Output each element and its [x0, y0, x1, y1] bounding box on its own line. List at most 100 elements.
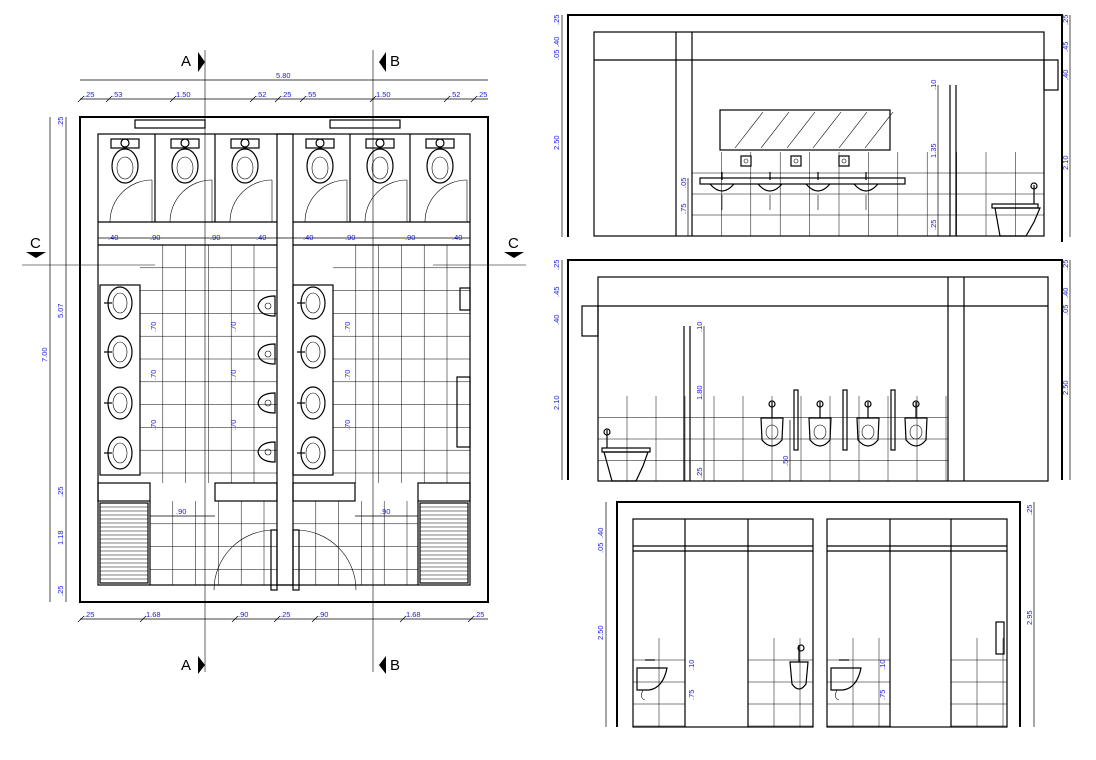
- dim-stall-4: .40: [256, 233, 266, 242]
- elev1-left-dim-1: .25: [552, 15, 561, 25]
- stall-door-swing-6: [424, 179, 468, 223]
- dim-spacing-9: .70: [343, 420, 352, 430]
- elevation-1: .25.40.052.50.25.45.402.10.05.75.101.35.…: [552, 14, 1071, 242]
- elev2-wall: [597, 276, 1049, 482]
- elev3-inner-dim-4: .75: [878, 690, 887, 700]
- urinal-plan-1: [257, 295, 276, 317]
- wc-plan-1: [110, 138, 140, 184]
- dim-stall-7: .90: [405, 233, 415, 242]
- elev2-urinal-1: [760, 400, 784, 447]
- elev2-left-dim-4: 2.10: [552, 395, 561, 410]
- elev1-left-dim-3: .05: [552, 50, 561, 60]
- elev2-left-dim-1: .25: [552, 260, 561, 270]
- elev1-dispenser-1: [740, 155, 752, 167]
- elev2-dimension-labels: .25.45.402.10.25.40.052.50.101.80.25.50: [552, 260, 1070, 478]
- mirror-plan: [456, 376, 471, 448]
- elev2-inner-dim-4: .50: [781, 456, 790, 466]
- dim-stall-5: .40: [303, 233, 313, 242]
- elev1-right-dim-3: .40: [1061, 70, 1070, 80]
- dim-spacing-1: .70: [149, 322, 158, 332]
- elev1-sink-4: [853, 172, 879, 210]
- entrance-doors: [213, 529, 357, 591]
- dim-top-total: 5.80: [276, 71, 291, 80]
- dim-top-1: .25: [84, 90, 94, 99]
- dim-spacing-3: .70: [149, 420, 158, 430]
- elev1-wall: [593, 31, 1045, 237]
- window-left: [134, 119, 206, 129]
- dim-top-3: 1.50: [176, 90, 191, 99]
- dim-stall-1: .40: [108, 233, 118, 242]
- elev3-fixtures: [636, 621, 1005, 701]
- stall-door-swing-5: [364, 179, 408, 223]
- elev3-wall-tiles: [633, 519, 1007, 727]
- elev2-divider-1: [793, 389, 799, 451]
- elevation-2: .25.45.402.10.25.40.052.50.101.80.25.50: [552, 259, 1071, 482]
- louver-vents: [99, 502, 469, 584]
- louver-1: [99, 502, 149, 584]
- dim-spacing-8: .70: [343, 370, 352, 380]
- wc-plan-2: [170, 138, 200, 184]
- elev3-urinal: [789, 644, 809, 690]
- elev3-right-dim-2: 2.95: [1025, 610, 1034, 625]
- elev2-right-dim-4: 2.50: [1061, 380, 1070, 395]
- dim-top-7: 1.50: [376, 90, 391, 99]
- elev3-left-dim-3: 2.50: [596, 625, 605, 640]
- elev1-toilet: [991, 182, 1041, 237]
- stall-door-swings: [109, 179, 468, 223]
- dim-top-4: .52: [256, 90, 266, 99]
- dim-spacing-4: .70: [229, 322, 238, 332]
- elev1-dispenser-2: [790, 155, 802, 167]
- wc-plan-6: [425, 138, 455, 184]
- stall-door-swing-1: [109, 179, 153, 223]
- elev2-right-dim-2: .40: [1061, 288, 1070, 298]
- entrance-walls: [97, 482, 471, 585]
- elev1-outline: [567, 14, 1063, 242]
- elev2-urinal-2: [808, 400, 832, 447]
- dim-top-6: .55: [306, 90, 316, 99]
- dim-stall-6: .90: [345, 233, 355, 242]
- elev3-dispenser: [995, 621, 1005, 655]
- elev1-sink-2: [757, 172, 783, 210]
- elev3-left-wall: [632, 518, 814, 728]
- dim-left-1: .25: [56, 117, 65, 127]
- elev1-right-dim-2: .45: [1061, 42, 1070, 52]
- wc-fixtures: [110, 138, 455, 184]
- dim-stall-8: .40: [452, 233, 462, 242]
- dim-bottom-3: .90: [238, 610, 248, 619]
- outer-wall: [79, 116, 489, 603]
- louver-2: [419, 502, 469, 584]
- dim-bottom-7: .25: [474, 610, 484, 619]
- elev2-urinal-3: [856, 400, 880, 447]
- sink-plan-7: [297, 386, 326, 420]
- sink-fixtures: [104, 286, 326, 470]
- urinal-plan-4: [257, 441, 276, 463]
- elev1-mirror-hatch: [734, 111, 894, 149]
- dim-spacing-6: .70: [229, 420, 238, 430]
- elev3-right-dim-1: .25: [1025, 505, 1034, 515]
- dim-top-5: .25: [281, 90, 291, 99]
- dim-bottom-1: .25: [84, 610, 94, 619]
- dim-bottom-6: 1.68: [406, 610, 421, 619]
- sink-plan-8: [297, 436, 326, 470]
- elev1-left-dim-2: .40: [552, 37, 561, 47]
- wc-plan-3: [230, 138, 260, 184]
- elev2-toilet: [601, 428, 651, 482]
- dim-spacing-7: .70: [343, 322, 352, 332]
- plan-dimensions: [49, 79, 488, 620]
- elev1-right-dim-1: .25: [1061, 15, 1070, 25]
- elev3-inner-dim-1: .10: [687, 660, 696, 670]
- elev2-right-dim-3: .05: [1061, 305, 1070, 315]
- elev1-left-dim-4: 2.50: [552, 135, 561, 150]
- section-a-top-label: A: [181, 53, 191, 70]
- elev3-sink-right: [830, 659, 862, 701]
- dim-left-3: .25: [56, 487, 65, 497]
- dim-top-2: .53: [112, 90, 122, 99]
- lavatory-counter-left: [99, 284, 141, 476]
- sink-plan-6: [297, 335, 326, 369]
- elev2-left-dim-2: .45: [552, 287, 561, 297]
- dispenser-plan: [459, 287, 471, 311]
- elevation-3: .40.052.50.252.95.10.75.10.75: [596, 501, 1035, 728]
- elev1-sinks: [709, 172, 879, 210]
- central-partition: [276, 133, 294, 586]
